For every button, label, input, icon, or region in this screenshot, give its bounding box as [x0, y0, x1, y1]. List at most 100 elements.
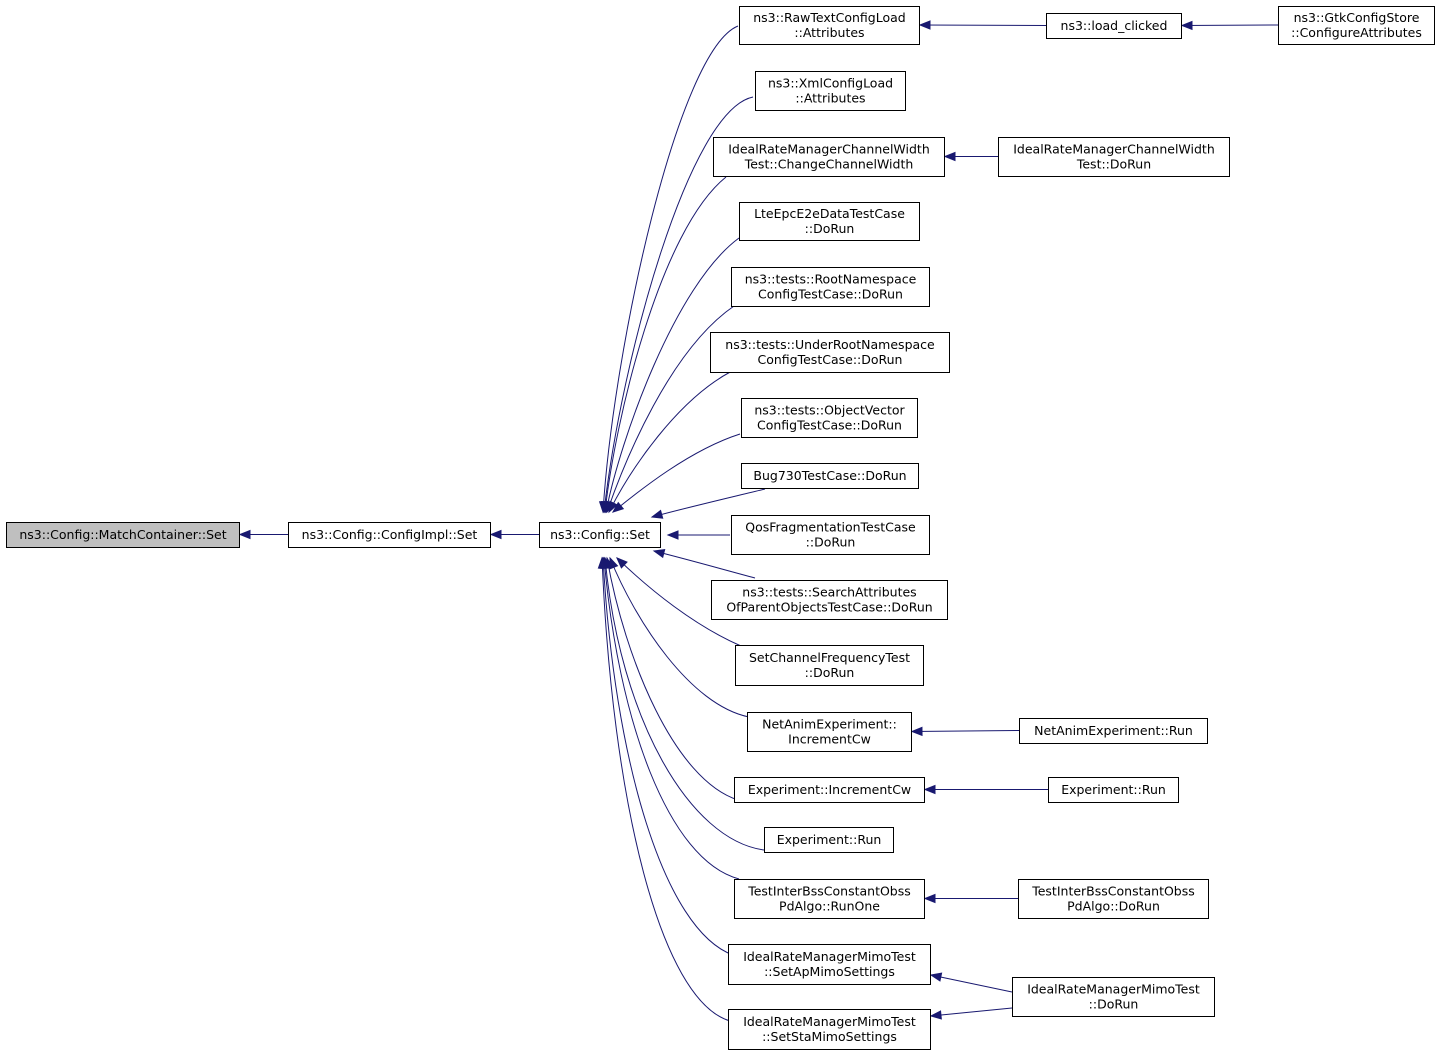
node-box: [731, 515, 930, 555]
node-underroot-dorun[interactable]: ns3::tests::UnderRootNamespaceConfigTest…: [710, 332, 950, 373]
node-exp-run[interactable]: Experiment::Run: [764, 827, 894, 853]
node-box: [755, 71, 906, 111]
node-box: [764, 827, 894, 853]
node-setchanfreq-dorun[interactable]: SetChannelFrequencyTest::DoRun: [735, 645, 924, 686]
node-box: [539, 522, 661, 548]
edge-line: [612, 433, 741, 513]
edge-line: [601, 557, 731, 1022]
node-netanim-run[interactable]: NetAnimExperiment::Run: [1019, 718, 1208, 744]
edge-ideal_cw_dorun-to-ideal_cw_change: [943, 151, 998, 162]
edge-line: [911, 730, 1020, 732]
node-label-line: ns3::tests::UnderRootNamespace: [725, 337, 935, 352]
node-label-line: PdAlgo::RunOne: [779, 899, 880, 914]
edge-searchattr_dorun-to-config_set: [652, 548, 756, 579]
node-label-line: ::Attributes: [794, 25, 864, 40]
node-label-line: IdealRateManagerMimoTest: [743, 1014, 916, 1029]
edge-rawtext_attributes-to-config_set: [598, 25, 739, 514]
edge-line: [606, 305, 735, 513]
node-label-line: ::ConfigureAttributes: [1291, 25, 1422, 40]
edge-gtk_configure-to-load_clicked: [1180, 20, 1279, 31]
edge-ideal_cw_change-to-config_set: [601, 176, 727, 514]
node-label-line: ::DoRun: [805, 665, 855, 680]
node-xml-attributes[interactable]: ns3::XmlConfigLoad::Attributes: [755, 71, 906, 111]
node-label-line: ::DoRun: [805, 221, 855, 236]
node-rootns-dorun[interactable]: ns3::tests::RootNamespaceConfigTestCase:…: [731, 267, 930, 307]
node-exp-run-right[interactable]: Experiment::Run: [1048, 777, 1179, 803]
arrowhead-icon: [608, 500, 618, 514]
node-label-line: ns3::tests::ObjectVector: [754, 403, 905, 418]
node-box: [731, 267, 930, 307]
node-label-line: IdealRateManagerChannelWidth: [728, 142, 930, 157]
arrowhead-icon: [923, 893, 936, 904]
node-label-line: PdAlgo::DoRun: [1067, 899, 1160, 914]
node-label-line: ns3::load_clicked: [1061, 18, 1168, 33]
node-label-line: IdealRateManagerMimoTest: [743, 949, 916, 964]
arrowhead-icon: [910, 726, 923, 737]
node-label-line: ns3::XmlConfigLoad: [768, 76, 893, 91]
node-label-line: NetAnimExperiment::Run: [1034, 723, 1193, 738]
node-qosfrag-dorun[interactable]: QosFragmentationTestCase::DoRun: [731, 515, 930, 555]
arrowhead-icon: [238, 529, 251, 540]
node-mimo-setap[interactable]: IdealRateManagerMimoTest::SetApMimoSetti…: [728, 944, 931, 985]
node-ideal-cw-change[interactable]: IdealRateManagerChannelWidthTest::Change…: [713, 137, 945, 177]
arrowhead-icon: [616, 557, 628, 569]
node-box: [1046, 13, 1182, 39]
node-config-set[interactable]: ns3::Config::Set: [539, 522, 661, 548]
node-box: [713, 137, 945, 177]
node-label-line: TestInterBssConstantObss: [1031, 884, 1195, 899]
edge-line: [605, 237, 740, 513]
edge-line: [930, 974, 1013, 993]
node-netanim-inccw[interactable]: NetAnimExperiment::IncrementCw: [747, 712, 912, 752]
edge-line: [653, 550, 756, 579]
node-exp-inccw[interactable]: Experiment::IncrementCw: [734, 777, 925, 803]
edge-objvector_dorun-to-config_set: [611, 433, 741, 513]
node-box: [1278, 6, 1435, 45]
nodes-layer: ns3::Config::MatchContainer::Set ns3::Con…: [6, 6, 1435, 1050]
node-label-line: ns3::RawTextConfigLoad: [753, 10, 905, 25]
edge-load_clicked-to-rawtext_attributes: [918, 20, 1047, 30]
node-searchattr-dorun[interactable]: ns3::tests::SearchAttributesOfParentObje…: [711, 580, 948, 620]
node-gtk-configure[interactable]: ns3::GtkConfigStore::ConfigureAttributes: [1278, 6, 1435, 45]
node-load-clicked[interactable]: ns3::load_clicked: [1046, 13, 1182, 39]
node-matchcontainer-set[interactable]: ns3::Config::MatchContainer::Set: [6, 522, 240, 548]
node-label-line: NetAnimExperiment::: [762, 717, 897, 732]
node-box: [728, 944, 931, 985]
edges-layer: [238, 20, 1279, 1022]
node-rawtext-attributes[interactable]: ns3::RawTextConfigLoad::Attributes: [739, 6, 920, 45]
node-lteepc-dorun[interactable]: LteEpcE2eDataTestCase::DoRun: [739, 202, 920, 241]
node-label-line: TestInterBssConstantObss: [747, 884, 911, 899]
edge-line: [608, 370, 733, 513]
node-bug730-dorun[interactable]: Bug730TestCase::DoRun: [741, 463, 919, 489]
edge-mimo_dorun-to-mimo_setap: [929, 972, 1013, 993]
node-configimpl-set[interactable]: ns3::Config::ConfigImpl::Set: [288, 522, 491, 548]
node-box: [739, 6, 920, 45]
edge-line: [1181, 24, 1279, 26]
node-label-line: Experiment::Run: [777, 832, 882, 847]
node-box: [998, 137, 1230, 177]
node-mimo-dorun[interactable]: IdealRateManagerMimoTest::DoRun: [1012, 977, 1215, 1017]
node-box: [747, 712, 912, 752]
node-box: [1018, 879, 1209, 919]
node-label-line: ns3::Config::ConfigImpl::Set: [302, 527, 478, 542]
arrowhead-icon: [923, 784, 936, 795]
node-objvector-dorun[interactable]: ns3::tests::ObjectVectorConfigTestCase::…: [741, 398, 918, 438]
edge-underroot_dorun-to-config_set: [608, 370, 733, 514]
node-label-line: Test::ChangeChannelWidth: [744, 157, 914, 172]
node-label-line: Bug730TestCase::DoRun: [753, 468, 906, 483]
edge-line: [930, 1007, 1013, 1017]
node-label-line: IncrementCw: [788, 732, 871, 747]
arrowhead-icon: [918, 20, 931, 30]
node-label-line: ::SetApMimoSettings: [764, 964, 895, 979]
arrowhead-icon: [1180, 20, 1193, 31]
node-mimo-setsta[interactable]: IdealRateManagerMimoTest::SetStaMimoSett…: [728, 1009, 931, 1050]
edge-line: [603, 96, 754, 513]
edge-config_set-to-configimpl_set: [489, 529, 539, 540]
arrowhead-icon: [929, 972, 943, 982]
node-label-line: ::Attributes: [795, 91, 865, 106]
edge-interbss_dorun-to-interbss_runone: [923, 893, 1018, 904]
arrowhead-icon: [943, 151, 956, 162]
edge-setchanfreq_dorun-to-config_set: [616, 557, 742, 647]
